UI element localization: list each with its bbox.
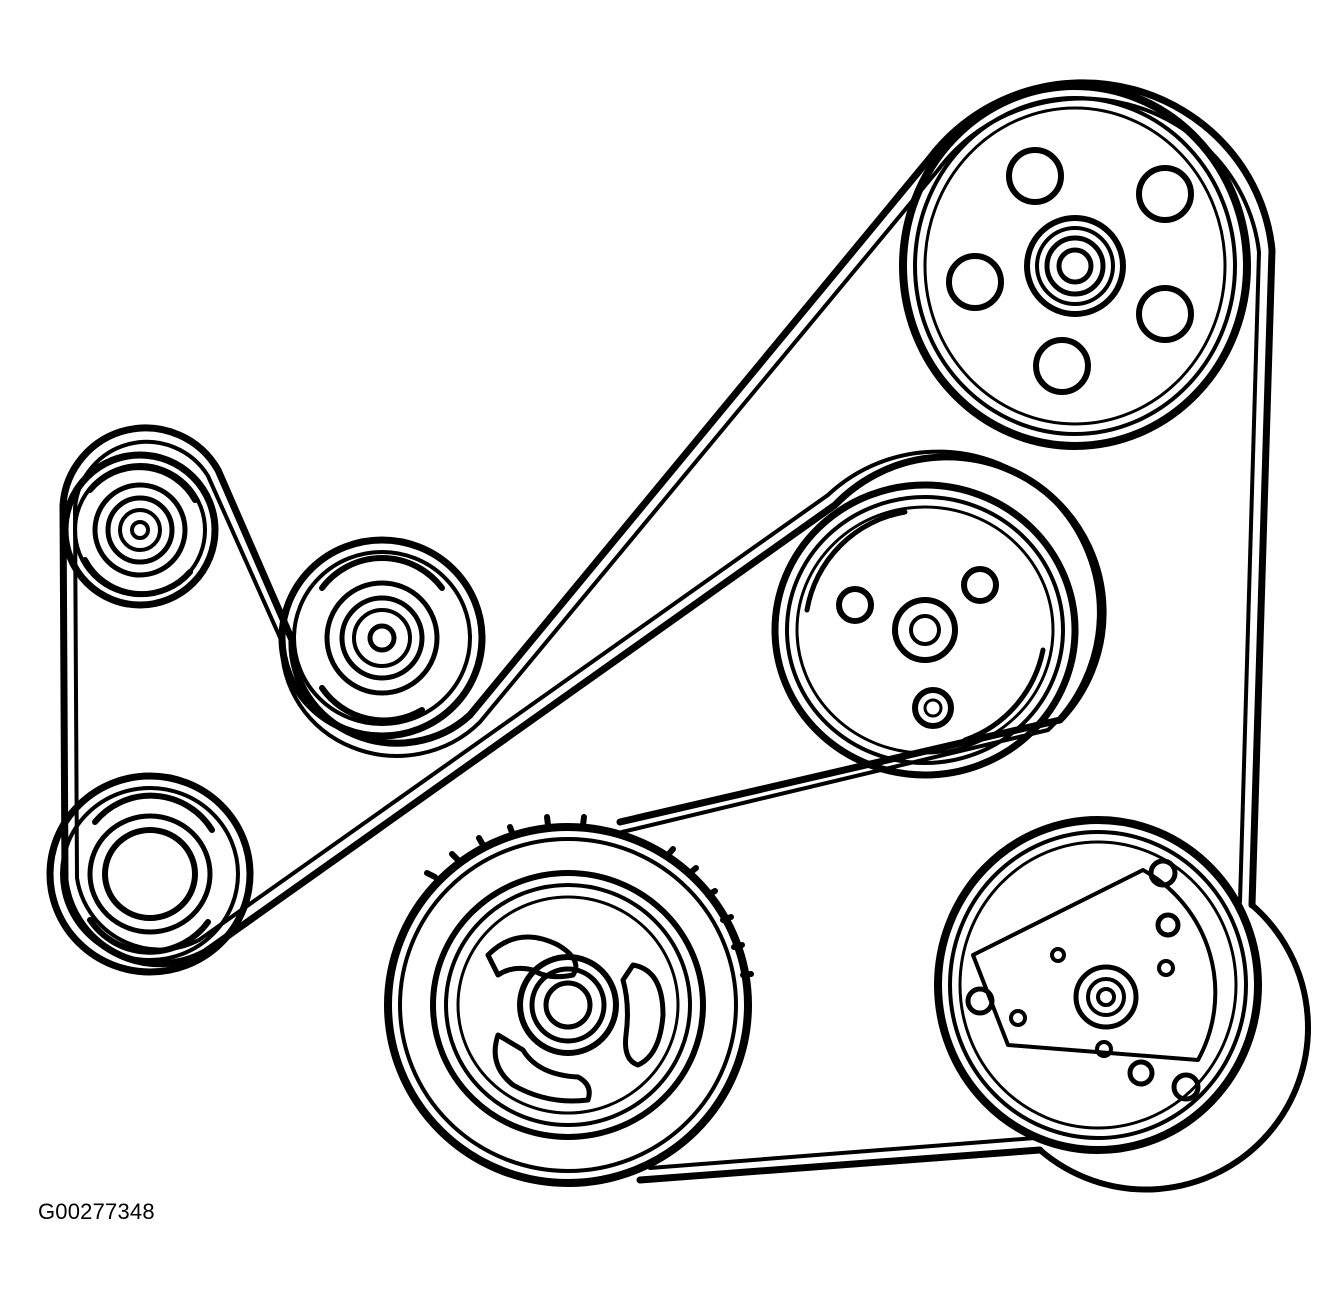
- figure-id-label: G00277348: [38, 1199, 155, 1224]
- crankshaft-pulley: [384, 814, 754, 1187]
- tensioner-pulley: [46, 772, 254, 976]
- alternator-pulley: [771, 481, 1079, 779]
- upper-idler-pulley: [61, 451, 219, 609]
- lower-idler-pulley: [278, 536, 486, 740]
- power-steering-pulley: [899, 82, 1251, 450]
- ac-compressor-pulley: [934, 816, 1262, 1154]
